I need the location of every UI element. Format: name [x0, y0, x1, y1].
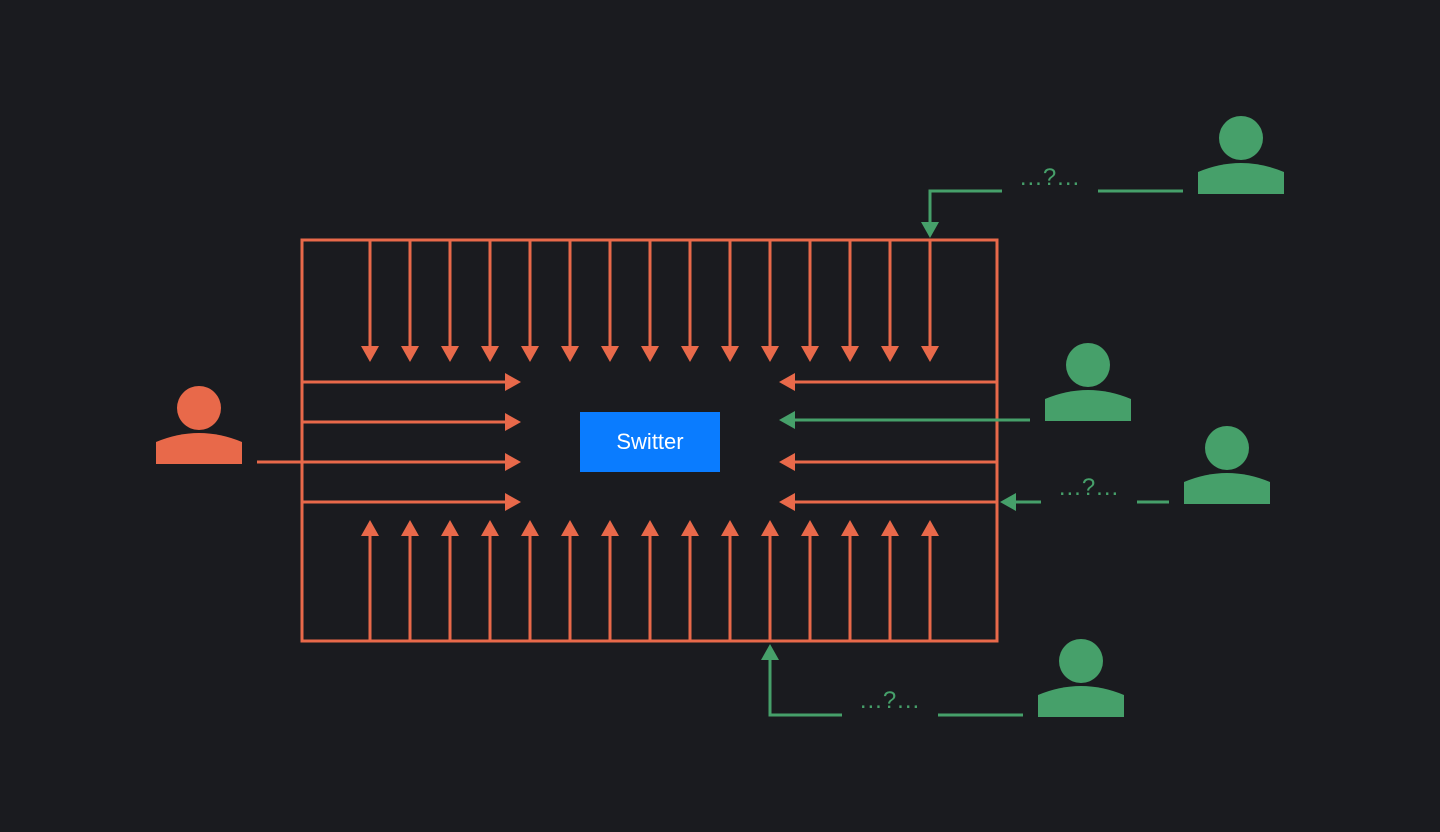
client-4-person-icon-head [1059, 639, 1103, 683]
flood-arrowhead-left-4 [779, 493, 795, 511]
switch-node: Switter [580, 412, 720, 472]
flood-arrowhead-down-15 [921, 346, 939, 362]
flood-arrowhead-up-1 [361, 520, 379, 536]
client-3-person-icon-body [1184, 473, 1270, 504]
flood-arrowhead-up-3 [441, 520, 459, 536]
flood-arrowhead-up-10 [721, 520, 739, 536]
client-1-person-icon [1198, 116, 1284, 194]
client-2-arrowhead [779, 411, 795, 429]
attacker-person-icon [156, 386, 242, 464]
flood-arrowhead-down-13 [841, 346, 859, 362]
client-4-person-icon-body [1038, 686, 1124, 717]
attacker-person-icon-head [177, 386, 221, 430]
client-1-link-label: ...?... [1019, 164, 1081, 191]
client-4-arrowhead [761, 644, 779, 660]
flood-arrowhead-up-4 [481, 520, 499, 536]
client-3-arrowhead [1000, 493, 1016, 511]
flood-arrowhead-up-13 [841, 520, 859, 536]
client-3-link-label: ...?... [1058, 474, 1120, 501]
client-1-person-icon-head [1219, 116, 1263, 160]
flood-arrowhead-right-1 [505, 373, 521, 391]
client-3-person-icon [1184, 426, 1270, 504]
flood-arrowhead-up-7 [601, 520, 619, 536]
flood-arrowhead-down-4 [481, 346, 499, 362]
flood-arrowhead-up-9 [681, 520, 699, 536]
flood-arrowhead-up-8 [641, 520, 659, 536]
client-1-arrowhead [921, 222, 939, 238]
switch-label: Switter [616, 429, 684, 454]
flood-arrowhead-right-2 [505, 413, 521, 431]
client-2-person-icon-body [1045, 390, 1131, 421]
flood-arrowhead-down-8 [641, 346, 659, 362]
client-1-person-icon-body [1198, 163, 1284, 194]
client-1-link-left [928, 189, 1002, 222]
flood-arrowhead-down-14 [881, 346, 899, 362]
flood-arrowhead-up-6 [561, 520, 579, 536]
flood-arrowhead-up-15 [921, 520, 939, 536]
client-3-person-icon-head [1205, 426, 1249, 470]
client-4-link-label: ...?... [859, 687, 921, 714]
flood-arrowhead-down-2 [401, 346, 419, 362]
flood-arrowhead-up-11 [761, 520, 779, 536]
flood-arrowhead-left-1 [779, 373, 795, 391]
flood-arrowhead-right-4 [505, 493, 521, 511]
flood-arrowhead-down-7 [601, 346, 619, 362]
client-2-person-icon-head [1066, 343, 1110, 387]
flood-arrowhead-down-12 [801, 346, 819, 362]
flood-arrowhead-up-2 [401, 520, 419, 536]
flood-arrowhead-down-1 [361, 346, 379, 362]
flood-arrowhead-right-3 [505, 453, 521, 471]
flood-arrowhead-down-10 [721, 346, 739, 362]
attacker-person-icon-body [156, 433, 242, 464]
client-4-person-icon [1038, 639, 1124, 717]
flood-arrowhead-down-11 [761, 346, 779, 362]
flood-arrowhead-down-6 [561, 346, 579, 362]
flood-arrowhead-left-3 [779, 453, 795, 471]
flood-arrowhead-down-5 [521, 346, 539, 362]
flood-arrowhead-down-9 [681, 346, 699, 362]
client-2-person-icon [1045, 343, 1131, 421]
flood-arrowhead-up-5 [521, 520, 539, 536]
flood-arrowhead-up-12 [801, 520, 819, 536]
client-4-link-left [768, 660, 842, 717]
flood-arrowhead-down-3 [441, 346, 459, 362]
flood-arrowhead-up-14 [881, 520, 899, 536]
